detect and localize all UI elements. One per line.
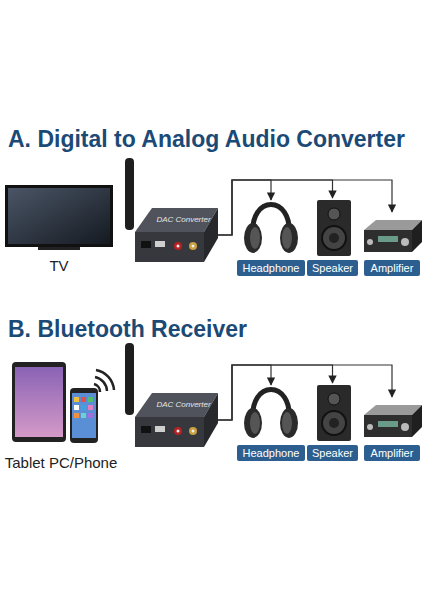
device-caption: TV bbox=[4, 257, 114, 275]
app-icon bbox=[88, 405, 93, 410]
dac-converter: DAC Converter bbox=[135, 393, 218, 447]
app-icon bbox=[81, 397, 86, 402]
app-icon bbox=[74, 397, 79, 402]
dac-converter: DAC Converter bbox=[135, 208, 218, 262]
app-icon bbox=[88, 413, 93, 418]
app-icon bbox=[81, 413, 86, 418]
device-print: DAC Converter bbox=[151, 400, 216, 410]
tv-bezel bbox=[5, 185, 113, 247]
wireless-wave bbox=[95, 377, 107, 391]
device-label: Speaker bbox=[307, 445, 358, 461]
phone-screen bbox=[72, 393, 96, 438]
headphone-device: Headphone bbox=[237, 200, 305, 276]
dac-illustration bbox=[125, 158, 218, 262]
signal-connector bbox=[218, 180, 333, 235]
output-devices-illustration bbox=[244, 385, 422, 441]
tablet-screen bbox=[15, 367, 63, 437]
tablet-phone-illustration bbox=[12, 362, 114, 443]
tv-illustration bbox=[5, 185, 113, 250]
tablet-bezel bbox=[12, 362, 66, 442]
wireless-wave bbox=[96, 370, 114, 390]
device-label: Speaker bbox=[307, 260, 358, 276]
device-label: Headphone bbox=[237, 260, 305, 276]
signal-connector bbox=[218, 365, 392, 420]
signal-connector bbox=[218, 365, 333, 420]
signal-connector bbox=[218, 180, 392, 235]
section-heading: B. Bluetooth Receiver bbox=[8, 315, 247, 343]
speaker-device: Speaker bbox=[307, 383, 358, 461]
app-icon bbox=[74, 413, 79, 418]
device-label: Amplifier bbox=[364, 260, 420, 276]
headphone-device: Headphone bbox=[237, 385, 305, 461]
amplifier-device: Amplifier bbox=[364, 397, 420, 461]
device-caption: Tablet PC/Phone bbox=[0, 454, 122, 472]
amplifier-device: Amplifier bbox=[364, 212, 420, 276]
dac-illustration bbox=[125, 343, 218, 447]
device-label: Amplifier bbox=[364, 445, 420, 461]
section-heading: A. Digital to Analog Audio Converter bbox=[8, 125, 405, 153]
tv-screen bbox=[8, 188, 110, 244]
tablet-phone: Tablet PC/Phone bbox=[0, 360, 122, 472]
speaker-device: Speaker bbox=[307, 198, 358, 276]
output-devices-illustration bbox=[244, 200, 422, 256]
app-icon bbox=[81, 405, 86, 410]
device-print: DAC Converter bbox=[151, 215, 216, 225]
connector-group bbox=[218, 180, 392, 420]
app-icon bbox=[88, 397, 93, 402]
tv-set: TV bbox=[4, 183, 114, 275]
wireless-wave bbox=[94, 384, 100, 392]
signal-connector bbox=[218, 180, 271, 235]
signal-connector bbox=[218, 365, 271, 420]
device-label: Headphone bbox=[237, 445, 305, 461]
tv-stand bbox=[38, 247, 80, 250]
app-icon bbox=[74, 405, 79, 410]
phone-bezel bbox=[70, 388, 98, 443]
